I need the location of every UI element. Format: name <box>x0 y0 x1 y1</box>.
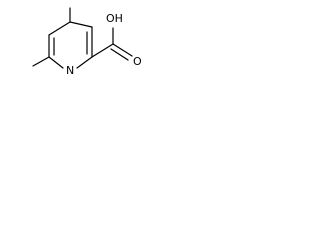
structure-diagram: OH O N <box>0 0 154 103</box>
molecule-drawing: OH O N <box>32 7 142 77</box>
bond-ring-c5-c6 <box>48 56 64 69</box>
bond-carboxyl-o-a <box>112 43 133 57</box>
atom-label-o: O <box>133 55 142 68</box>
bond-ring-to-carboxyl <box>91 43 114 58</box>
bond-methyl-left <box>32 56 50 67</box>
atom-label-oh: OH <box>106 12 123 25</box>
bond-ring-c4-c5 <box>76 56 93 69</box>
bond-ring-c2-c3 <box>69 21 93 28</box>
bond-ring-c1-c2 <box>48 21 71 36</box>
atom-label-n: N <box>66 64 74 77</box>
bond-carboxyl-o-b <box>110 48 129 61</box>
